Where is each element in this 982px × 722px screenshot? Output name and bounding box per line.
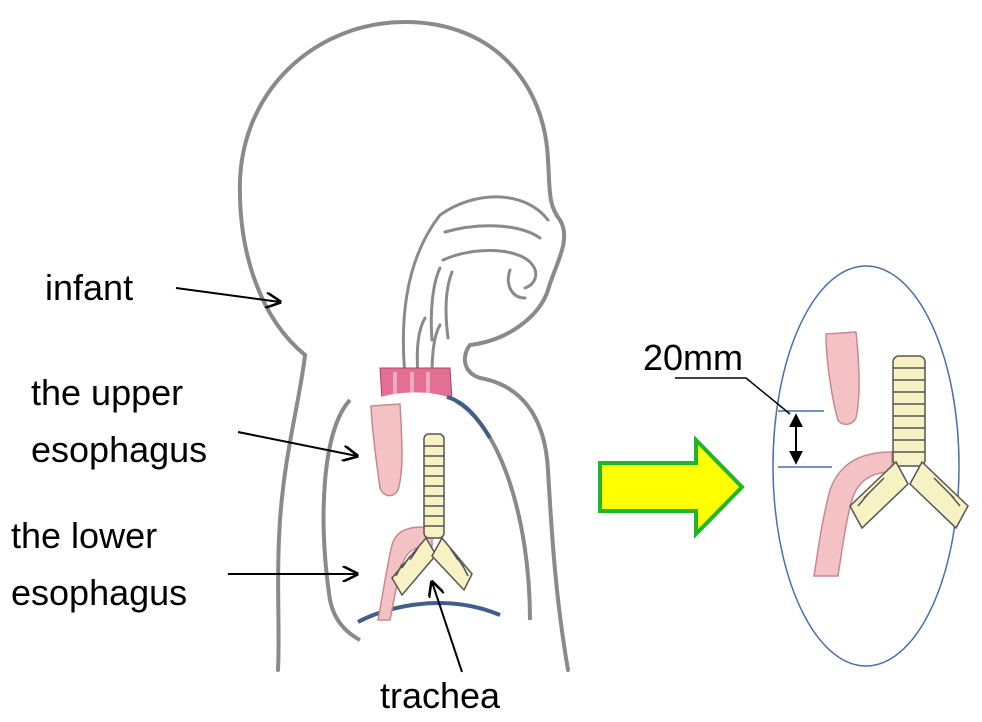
upper-esophagus-arrow	[238, 432, 357, 456]
magnify-arrow	[600, 440, 742, 534]
label-gap: 20mm	[643, 338, 743, 378]
inset-upper-esophagus	[826, 332, 859, 424]
infant-arrow	[176, 288, 280, 302]
upper-esophagus	[371, 404, 402, 496]
label-upper-esophagus-line1: the upper	[31, 373, 183, 413]
label-trachea: trachea	[380, 676, 500, 716]
trachea-arrow	[432, 582, 462, 672]
head-inner-lines	[403, 197, 548, 375]
gap-leader-line	[746, 378, 790, 414]
label-infant: infant	[45, 268, 133, 308]
label-lower-esophagus-line1: the lower	[11, 516, 157, 556]
trachea	[392, 434, 472, 595]
label-upper-esophagus-line2: esophagus	[31, 430, 207, 470]
inset-lower-esophagus	[814, 452, 892, 576]
label-lower-esophagus-line2: esophagus	[11, 573, 187, 613]
